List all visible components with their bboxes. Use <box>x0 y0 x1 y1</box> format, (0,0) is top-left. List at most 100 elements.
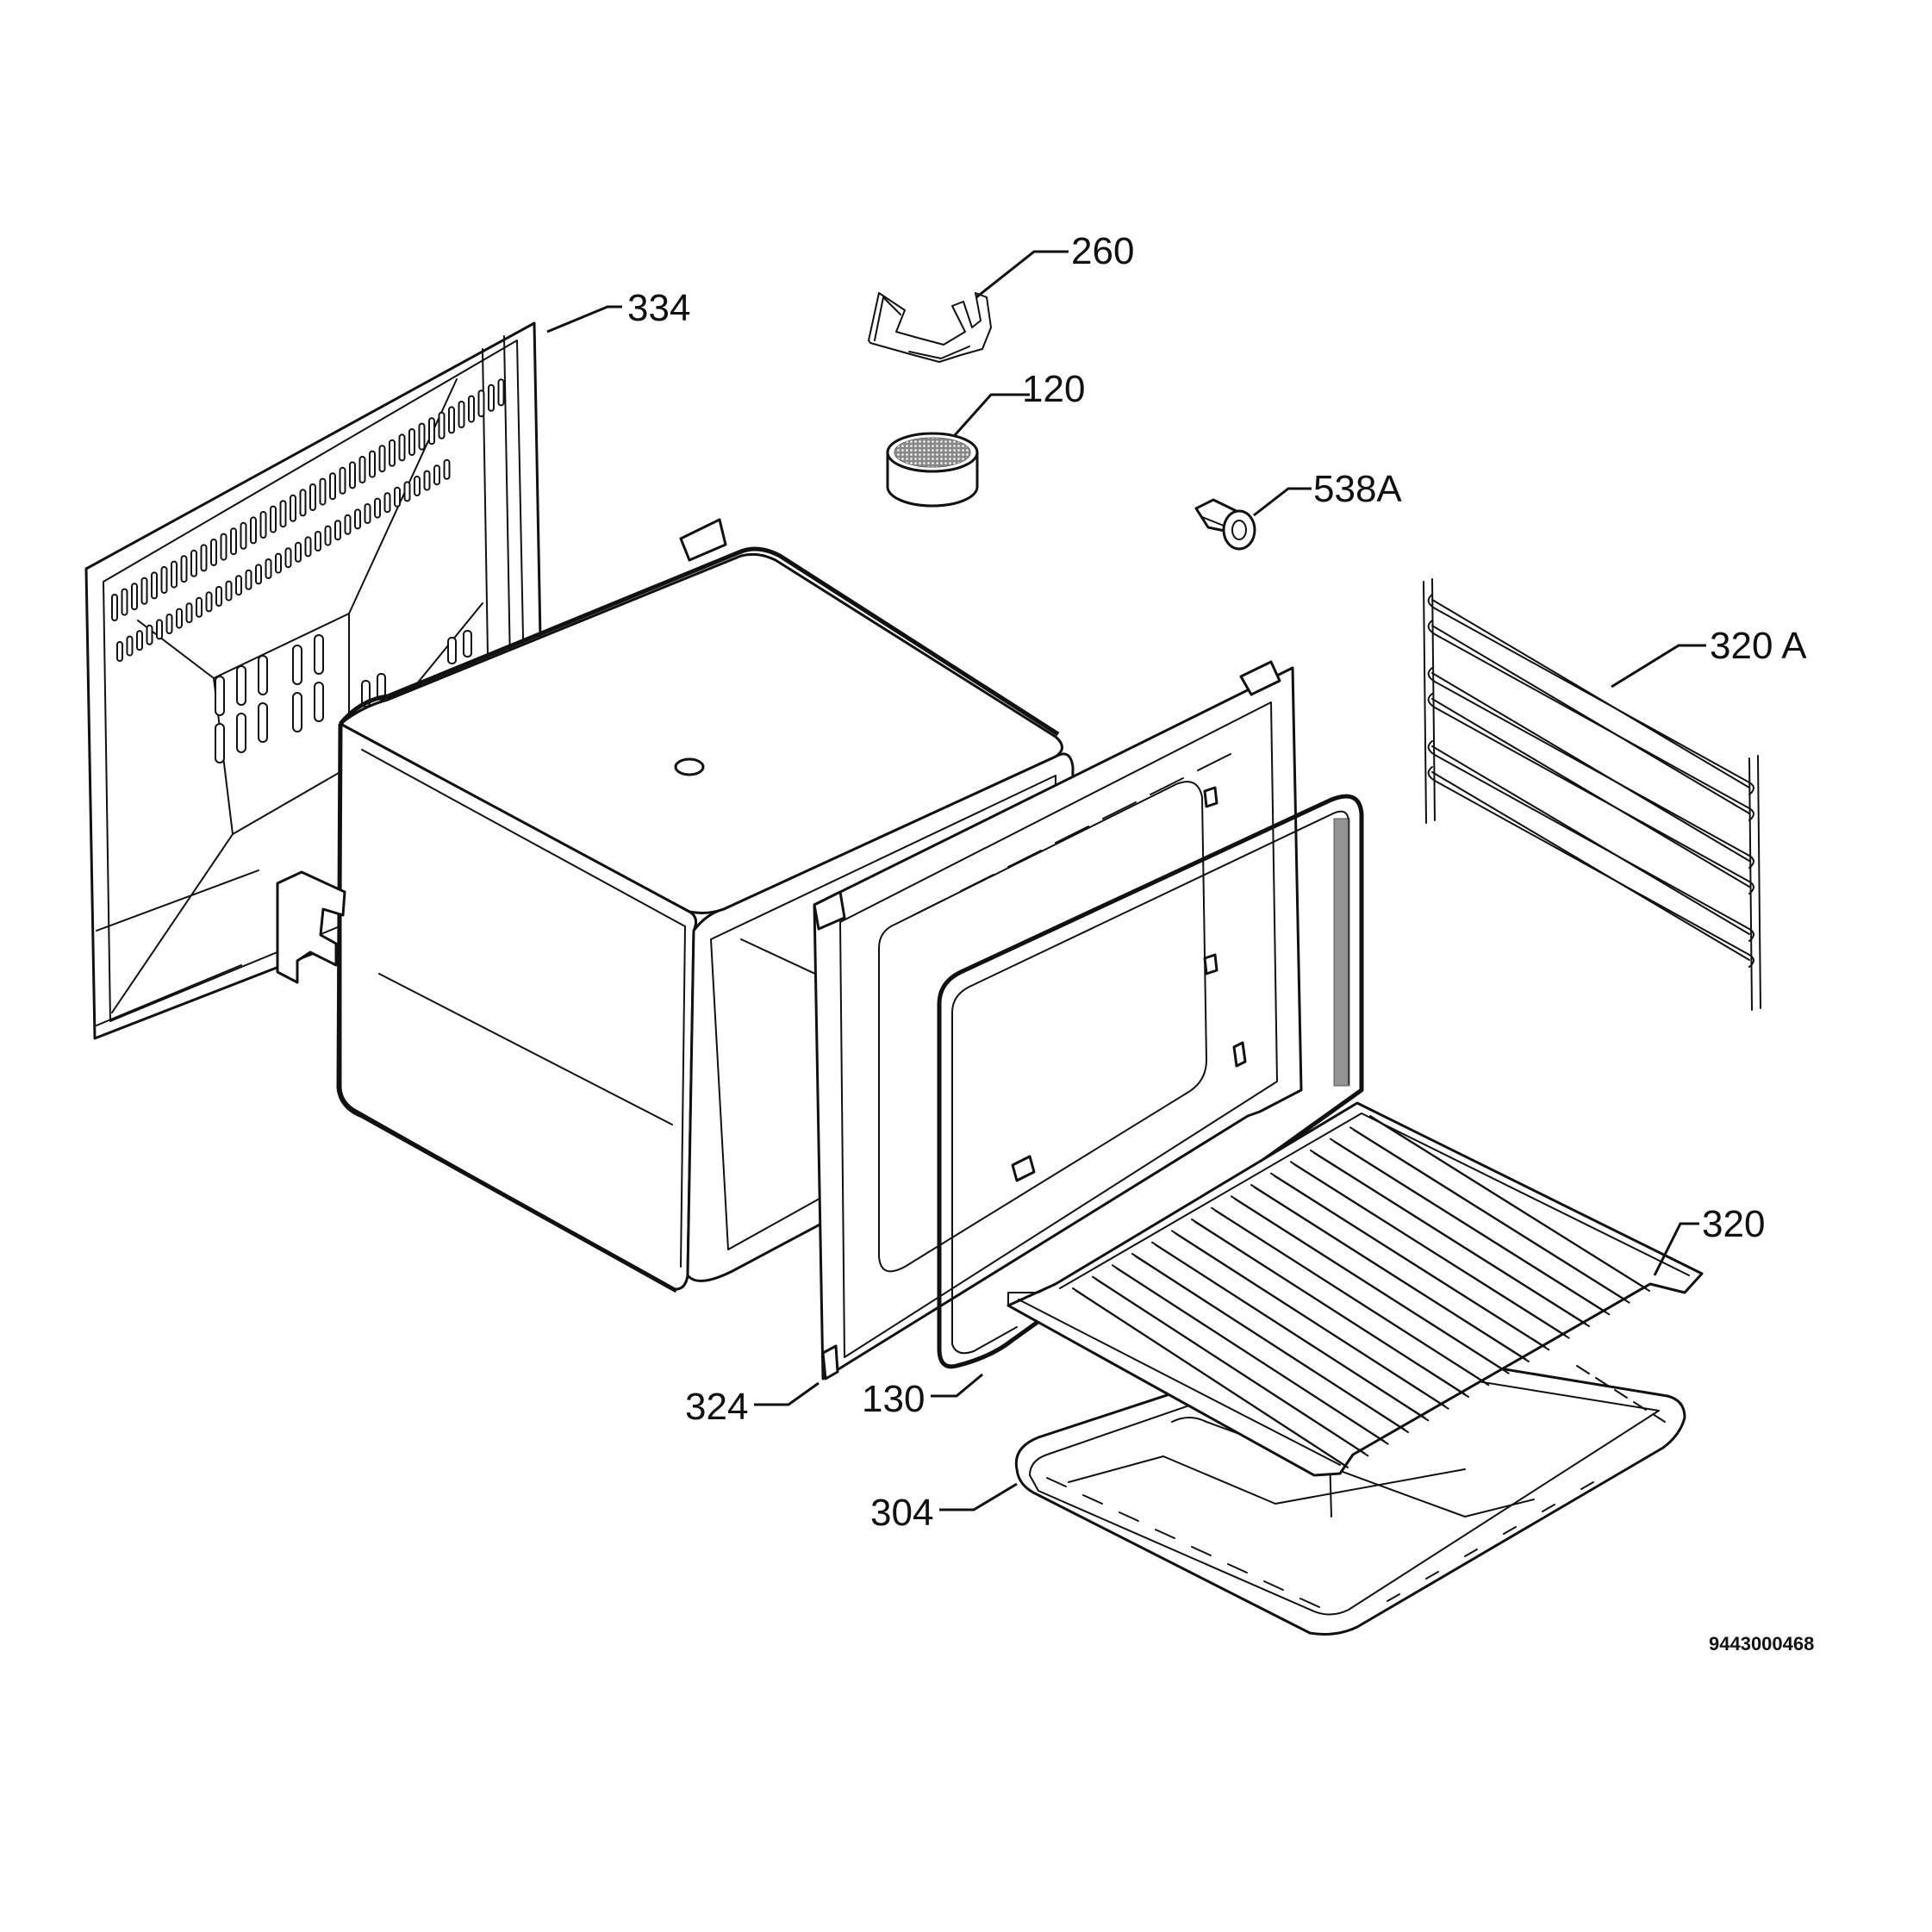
vent-slot <box>403 481 411 502</box>
vent-slot <box>299 489 307 517</box>
runner-rail <box>1431 698 1750 888</box>
vent-slot <box>448 406 455 434</box>
vent-slot <box>220 533 227 561</box>
vent-slot <box>1007 850 1042 868</box>
vent-slot <box>315 531 321 552</box>
vent-slot <box>960 874 994 892</box>
vent-slot <box>292 645 302 685</box>
vent-slot <box>488 383 495 412</box>
vent-slot <box>236 713 246 753</box>
shelf-bar <box>1274 1175 1550 1351</box>
vent-slot <box>477 390 485 418</box>
vent-slot <box>418 422 426 451</box>
vent-slot <box>339 466 346 495</box>
vent-slot <box>131 583 138 611</box>
vent-slot <box>374 497 381 519</box>
vent-slot <box>255 564 262 585</box>
shelf-bar <box>1373 1118 1650 1292</box>
vent-slot <box>497 378 505 407</box>
rim-slot <box>1580 1481 1594 1490</box>
vent-slot <box>126 635 134 657</box>
label-130: 130 <box>862 1378 925 1420</box>
part-320A-side-runner[interactable] <box>1423 578 1761 1011</box>
shelf-bar <box>1254 1187 1530 1362</box>
runner-rail <box>1431 625 1750 814</box>
vent-slot <box>259 511 267 539</box>
vent-slot <box>398 433 406 462</box>
rim-slot <box>1227 1563 1248 1574</box>
part-304-baking-tray[interactable] <box>1014 1340 1686 1636</box>
vent-slot <box>279 500 287 528</box>
label-320A: 320 A <box>1710 625 1807 667</box>
vent-slot <box>146 624 153 645</box>
part-320-wire-shelf[interactable] <box>1007 1101 1704 1477</box>
vent-slot <box>215 723 225 763</box>
vent-slot <box>245 569 252 590</box>
rim-slot <box>1046 1477 1067 1487</box>
shelf-bar <box>1175 1232 1449 1410</box>
part-538A-lamp-holder[interactable] <box>1194 498 1256 551</box>
front-frame-top-vents <box>913 753 1231 916</box>
vent-slot <box>295 541 302 563</box>
vent-slot <box>1197 753 1231 771</box>
shelf-bar <box>1075 1290 1349 1468</box>
vent-slot <box>275 552 282 574</box>
vent-slot <box>196 596 203 618</box>
shelf-bar <box>1095 1278 1369 1457</box>
vent-slot <box>151 571 158 600</box>
vent-slot <box>314 634 324 675</box>
vent-slot <box>240 521 247 550</box>
vent-slot <box>1102 801 1137 820</box>
vent-slot <box>230 527 237 556</box>
vent-slot <box>344 514 352 535</box>
vent-slot <box>458 401 465 428</box>
vent-slot <box>383 492 391 514</box>
label-538A: 538A <box>1313 468 1402 510</box>
label-320: 320 <box>1702 1203 1765 1245</box>
vent-slot <box>284 547 292 569</box>
vent-slot <box>304 536 312 558</box>
part-260-clip[interactable] <box>868 292 992 363</box>
vent-slot <box>364 503 371 524</box>
vent-slot <box>468 395 475 423</box>
runner-rail <box>1431 771 1750 961</box>
vent-slot <box>292 692 302 732</box>
vent-slot <box>121 588 128 616</box>
vent-slot <box>258 702 268 743</box>
runner-rail <box>1431 672 1750 862</box>
rim-slot <box>1387 1593 1400 1602</box>
vent-slot <box>176 608 183 629</box>
vent-slot <box>447 637 457 664</box>
shelf-bar <box>1353 1129 1630 1304</box>
vent-slot <box>116 641 123 662</box>
runner-rail <box>1431 599 1750 788</box>
shelf-bar <box>1313 1152 1590 1327</box>
vent-slot <box>190 549 197 577</box>
shelf-bar <box>1115 1267 1389 1445</box>
vent-slot <box>423 470 431 491</box>
part-324-front-frame[interactable] <box>813 660 1303 1380</box>
diagram-code: 9443000468 <box>1709 1633 1814 1655</box>
label-334: 334 <box>627 287 690 329</box>
label-324: 324 <box>685 1386 748 1428</box>
vent-slot <box>443 458 451 480</box>
vent-slot <box>215 586 222 607</box>
rim-slot <box>1425 1571 1439 1580</box>
vent-slot <box>270 505 277 533</box>
rim-slot <box>1119 1511 1139 1522</box>
rim-slot <box>1633 1401 1647 1411</box>
vent-slot <box>414 476 421 496</box>
vent-slot <box>200 544 208 572</box>
shelf-bar <box>1135 1256 1409 1433</box>
vent-slot <box>136 630 143 651</box>
vent-slot <box>394 486 401 508</box>
vent-slot <box>408 428 415 456</box>
vent-slot <box>309 483 316 511</box>
part-120-filter[interactable] <box>886 432 979 508</box>
vent-slot <box>185 602 193 624</box>
vent-slot <box>314 682 324 722</box>
vent-slot <box>369 450 376 478</box>
vent-slot <box>354 508 361 530</box>
rim-slot <box>1542 1504 1555 1512</box>
